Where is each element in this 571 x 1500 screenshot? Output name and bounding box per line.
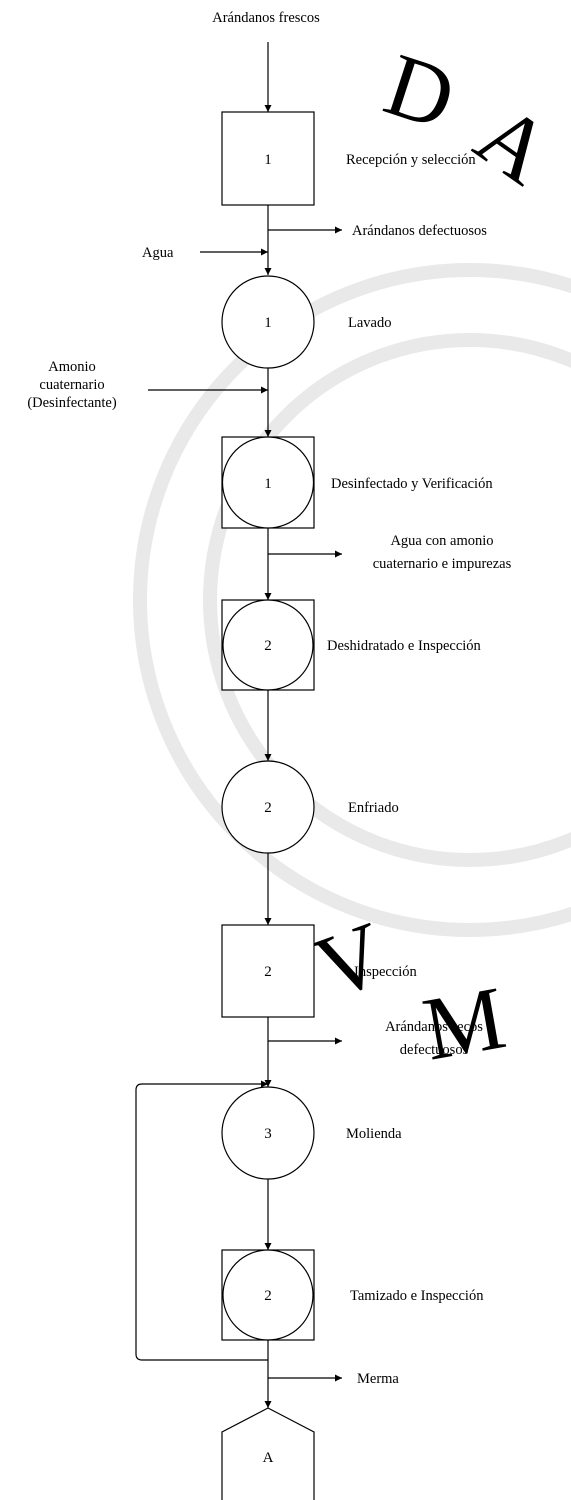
input-agua: Agua bbox=[142, 245, 174, 261]
combined-circle-shape bbox=[221, 436, 315, 529]
step-number: 1 bbox=[264, 152, 272, 168]
step-label-deshidratado: Deshidratado e Inspección bbox=[327, 638, 482, 654]
combined-circle-shape bbox=[222, 599, 314, 691]
off-page-connector-shape bbox=[221, 1407, 315, 1500]
step-label-enfriado: Enfriado bbox=[348, 800, 399, 816]
input-amonio-line-3: (Desinfectante) bbox=[27, 395, 117, 411]
step-number: 1 bbox=[264, 315, 272, 331]
step-molienda: 3 bbox=[221, 1086, 315, 1180]
output-merma: Merma bbox=[357, 1371, 399, 1387]
step-recepcion: 1 bbox=[221, 111, 315, 206]
input-arandanos-frescos: Arándanos frescos bbox=[212, 10, 320, 26]
output-agua-impurezas-line-2: cuaternario e impurezas bbox=[373, 556, 512, 572]
operation-circle-shape bbox=[221, 275, 315, 369]
step-inspeccion: 2 bbox=[221, 924, 315, 1018]
input-amonio-line-1: Amonio bbox=[48, 359, 96, 375]
svg-text:M: M bbox=[416, 968, 512, 1079]
step-number: 2 bbox=[264, 638, 272, 654]
operation-circle-shape bbox=[221, 760, 315, 854]
arrow-recycle-loop bbox=[135, 1080, 268, 1361]
inspection-square-shape bbox=[221, 924, 315, 1018]
svg-text:A: A bbox=[459, 85, 569, 203]
input-amonio-line-2: cuaternario bbox=[39, 377, 104, 393]
step-label-inspeccion: Inspección bbox=[354, 964, 418, 980]
step-number: 2 bbox=[264, 964, 272, 980]
output-secos-defectuosos-line-1: Arándanos secos bbox=[385, 1019, 483, 1035]
step-number: 1 bbox=[264, 476, 272, 492]
step-lavado: 1 bbox=[221, 275, 315, 369]
step-number: 2 bbox=[264, 800, 272, 816]
step-label-lavado: Lavado bbox=[348, 315, 391, 331]
step-label-tamizado: Tamizado e Inspección bbox=[350, 1288, 484, 1304]
step-deshidratado: 2 bbox=[221, 599, 315, 691]
combined-circle-shape bbox=[222, 1249, 314, 1341]
step-label-molienda: Molienda bbox=[346, 1126, 402, 1142]
output-agua-impurezas-line-1: Agua con amonio bbox=[390, 533, 493, 549]
svg-text:D: D bbox=[374, 35, 466, 149]
step-enfriado: 2 bbox=[221, 760, 315, 854]
terminal-connector: A bbox=[221, 1407, 315, 1500]
step-label-desinfectado: Desinfectado y Verificación bbox=[331, 476, 493, 492]
output-secos-defectuosos-line-2: defectuosos bbox=[400, 1042, 469, 1058]
step-desinfectado: 1 bbox=[221, 436, 315, 529]
step-number: 3 bbox=[264, 1126, 272, 1142]
terminal-label: A bbox=[263, 1450, 274, 1466]
step-number: 2 bbox=[264, 1288, 272, 1304]
inspection-square-shape bbox=[221, 111, 315, 206]
step-tamizado: 2 bbox=[221, 1249, 315, 1341]
operation-circle-shape bbox=[221, 1086, 315, 1180]
flow-connectors bbox=[135, 42, 342, 1408]
step-label-recepcion: Recepción y selección bbox=[346, 152, 476, 168]
output-arandanos-defectuosos: Arándanos defectuosos bbox=[352, 223, 487, 239]
